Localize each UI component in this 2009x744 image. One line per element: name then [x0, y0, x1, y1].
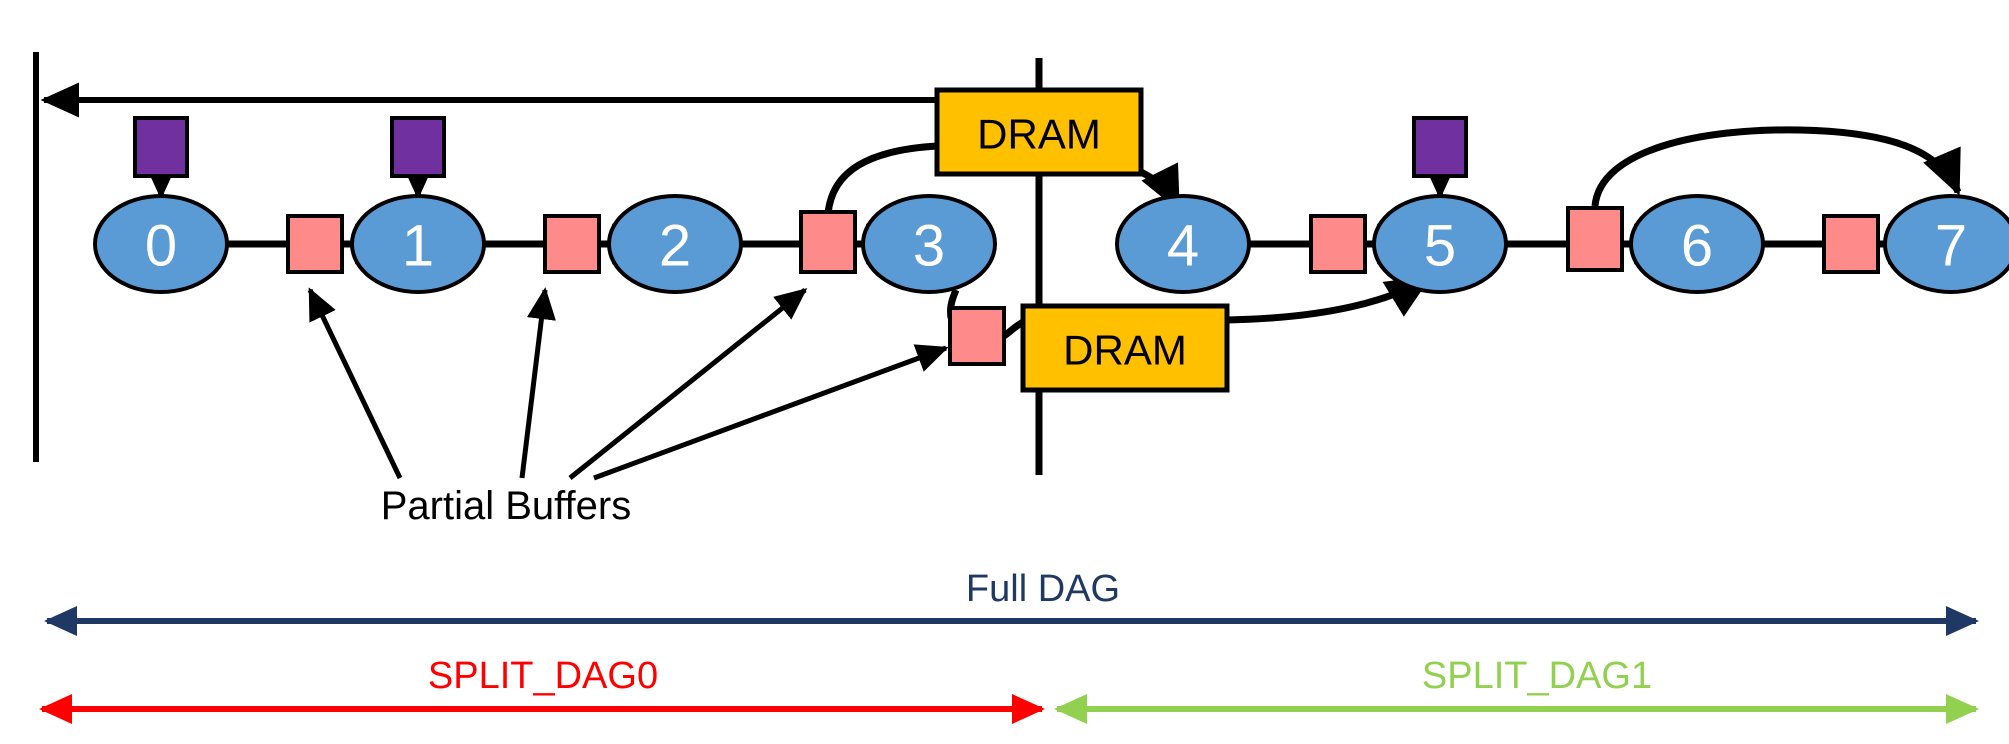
range-split-dag1-label: SPLIT_DAG1 — [1422, 655, 1652, 697]
node-1[interactable]: 1 — [350, 194, 486, 294]
node-6-label: 6 — [1681, 214, 1713, 279]
node-4[interactable]: 4 — [1115, 194, 1251, 294]
node-3[interactable]: 3 — [861, 194, 997, 294]
dram-bottom[interactable]: DRAM — [1020, 303, 1230, 393]
edge-buffer-to-dram-bottom — [1001, 318, 1025, 339]
range-split-dag1: SPLIT_DAG1 — [1054, 655, 1979, 724]
input-block-edges — [143, 161, 1458, 200]
node-7[interactable]: 7 — [1883, 194, 2009, 294]
node-1-label: 1 — [402, 214, 434, 279]
dram-top[interactable]: DRAM — [934, 87, 1144, 177]
leader-buffer-2-3 — [568, 288, 808, 480]
partial-buffer-0-1[interactable] — [286, 214, 344, 274]
range-full-dag-label: Full DAG — [966, 568, 1120, 610]
node-7-label: 7 — [1935, 214, 1967, 279]
node-2[interactable]: 2 — [607, 194, 743, 294]
dram-bottom-label: DRAM — [1063, 327, 1187, 374]
range-split-dag0-label: SPLIT_DAG0 — [428, 655, 658, 697]
node-3-label: 3 — [913, 214, 945, 279]
node-5-label: 5 — [1424, 214, 1456, 279]
dram-top-label: DRAM — [977, 111, 1101, 158]
node-4-label: 4 — [1167, 214, 1199, 279]
edge-buffer5-skip-to-node7 — [1591, 126, 1962, 207]
node-0[interactable]: 0 — [93, 194, 229, 294]
partial-buffer-1-2[interactable] — [543, 214, 601, 274]
range-full-dag: Full DAG — [44, 568, 1979, 636]
partial-buffer-6-7[interactable] — [1822, 214, 1880, 274]
leader-buffer-1-2 — [519, 287, 556, 479]
partial-buffers-callout-label: Partial Buffers — [381, 484, 632, 528]
partial-buffers-group — [286, 206, 1880, 366]
leader-buffer-3-dram — [593, 344, 949, 481]
edge-buffer2-to-dram-top — [824, 142, 938, 215]
partial-buffer-2-3[interactable] — [799, 210, 857, 274]
partial-buffer-5-6[interactable] — [1566, 206, 1624, 272]
input-blocks-group — [133, 116, 1468, 178]
range-split-dag0: SPLIT_DAG0 — [39, 655, 1045, 724]
node-0-label: 0 — [145, 214, 177, 279]
partial-buffer-3-dram[interactable] — [948, 306, 1006, 366]
input-block-node-5[interactable] — [1412, 116, 1468, 178]
partial-buffer-4-5[interactable] — [1309, 214, 1367, 274]
leader-buffer-0-1 — [307, 287, 403, 480]
node-2-label: 2 — [659, 214, 691, 279]
node-6[interactable]: 6 — [1629, 194, 1765, 294]
edge-dram-bottom-to-node5 — [1226, 275, 1432, 324]
partial-buffer-leaders — [307, 287, 949, 481]
node-5[interactable]: 5 — [1372, 194, 1508, 294]
input-block-node-0[interactable] — [133, 116, 189, 178]
nodes-group: 0 1 2 3 4 5 6 7 — [93, 194, 2009, 294]
input-block-node-1[interactable] — [390, 116, 446, 178]
